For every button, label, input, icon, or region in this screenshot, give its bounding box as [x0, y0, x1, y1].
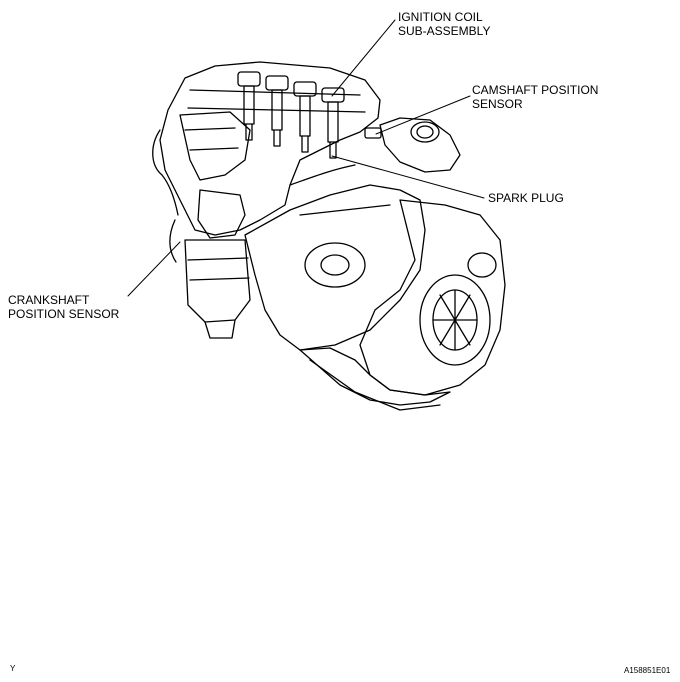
- ignition-coils: [237, 71, 345, 159]
- oil-pan: [299, 347, 451, 406]
- label-camshaft-position-sensor: CAMSHAFT POSITION SENSOR: [472, 83, 599, 111]
- camshaft-sensor-housing: [364, 117, 461, 173]
- leader-lines: [127, 19, 485, 297]
- engine-block-outline: [159, 61, 381, 236]
- label-crankshaft-position-sensor: CRANKSHAFT POSITION SENSOR: [8, 293, 120, 321]
- transaxle: [359, 199, 506, 396]
- corner-mark-left: Y: [10, 664, 16, 673]
- exhaust-manifold: [179, 111, 251, 239]
- catalytic-converter: [184, 239, 251, 339]
- figure-id: A158851E01: [624, 666, 671, 675]
- label-ignition-coil: IGNITION COIL SUB-ASSEMBLY: [398, 10, 491, 38]
- label-spark-plug: SPARK PLUG: [488, 191, 564, 205]
- engine-lower-body: [244, 184, 426, 351]
